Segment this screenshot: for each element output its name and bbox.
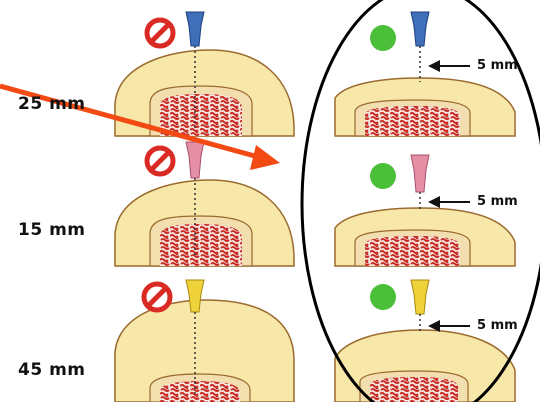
depth-label-yellow: 45 mm — [18, 360, 86, 380]
arrow-left-icon — [428, 60, 440, 72]
arrow-left-icon — [428, 196, 440, 208]
row-pink-right — [335, 155, 515, 266]
row-blue-right — [335, 12, 515, 136]
depth-label-pink: 15 mm — [18, 220, 86, 240]
green-dot-icon — [370, 163, 396, 189]
green-dot-icon — [370, 284, 396, 310]
prohibited-sign-icon — [147, 148, 173, 174]
needle-hub-blue-right — [411, 12, 429, 82]
green-dot-icon — [370, 25, 396, 51]
row-blue-left — [115, 12, 294, 136]
row-yellow-left — [115, 280, 294, 402]
needle-hub-pink-right — [411, 155, 429, 212]
gap-label-yellow: 5 mm — [477, 318, 518, 333]
depth-label-blue: 25 mm — [18, 94, 86, 114]
gap-label-blue: 5 mm — [477, 58, 518, 73]
prohibited-sign-icon — [144, 284, 170, 310]
gap-label-pink: 5 mm — [477, 194, 518, 209]
row-yellow-right — [335, 280, 515, 402]
prohibited-sign-icon — [147, 20, 173, 46]
needle-hub-yellow-right — [411, 280, 429, 333]
